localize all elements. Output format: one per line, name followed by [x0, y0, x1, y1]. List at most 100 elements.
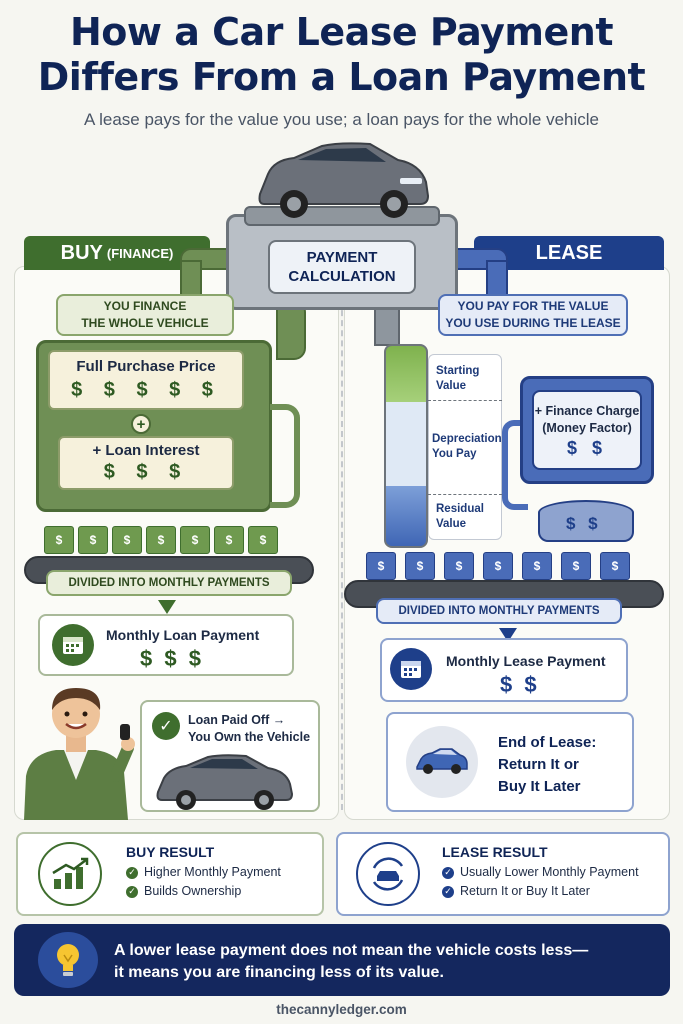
buy-arrow-down-icon — [158, 600, 176, 614]
top-car-image — [258, 142, 430, 218]
calc-line-2: CALCULATION — [288, 268, 396, 285]
subtitle: A lease pays for the value you use; a lo… — [83, 110, 600, 129]
tube-dash-1 — [428, 400, 502, 401]
purchase-dollars: $ $ $ $ $ — [71, 379, 221, 401]
tube-labels-panel — [428, 354, 502, 540]
buy-divided-text: DIVIDED INTO MONTHLY PAYMENTS — [68, 576, 270, 589]
interest-label: + Loan Interest — [92, 442, 200, 459]
car-circle-icon — [406, 726, 478, 798]
value-line-2: YOU USE DURING THE LEASE — [445, 316, 621, 330]
buy-result-item-1-text: Higher Monthly Payment — [144, 865, 281, 879]
monthly-loan-label: Monthly Loan Payment — [106, 627, 260, 643]
plus-icon: + — [131, 414, 151, 434]
title-line-1: How a Car Lease Payment — [69, 10, 614, 54]
calc-line-1: PAYMENT — [306, 249, 378, 266]
end-line-3: Buy It Later — [498, 778, 581, 795]
green-money-brick: $ — [180, 526, 210, 554]
end-line-1: End of Lease: — [498, 734, 597, 751]
lease-result-item-2: ✓Return It or Buy It Later — [442, 884, 639, 898]
green-money-brick: $ — [146, 526, 176, 554]
green-money-brick: $ — [78, 526, 108, 554]
end-of-lease-text: End of Lease: Return It or Buy It Later — [498, 732, 596, 798]
lease-result-text: LEASE RESULT ✓ Usually Lower Monthly Paym… — [442, 844, 639, 898]
blue-money-brick: $ — [366, 552, 396, 580]
buy-header-label: BUY — [60, 241, 103, 264]
lease-result-item-1-text: Usually Lower Monthly Payment — [460, 865, 639, 879]
funnel-icon — [538, 500, 634, 542]
residual-value-label: Residual Value — [436, 502, 484, 532]
monthly-loan-dollars: $ $ $ — [140, 646, 204, 671]
buy-result-item-1: ✓ Higher Monthly Payment — [126, 865, 281, 879]
starting-value-line-2: Value — [436, 380, 467, 392]
bottom-banner — [14, 924, 670, 996]
blue-money-brick: $ — [444, 552, 474, 580]
bottom-message: A lower lease payment does not mean the … — [114, 940, 664, 984]
finance-line-2: THE WHOLE VEHICLE — [81, 316, 209, 330]
residual-value-line-1: Residual — [436, 503, 484, 515]
owned-car-image — [156, 754, 294, 810]
check-icon: ✓ — [126, 885, 138, 898]
buy-result-item-2-text: Builds Ownership — [144, 884, 242, 898]
monthly-lease-dollars: $ $ — [500, 672, 540, 697]
value-tube — [384, 344, 428, 548]
tube-dash-2 — [428, 494, 502, 495]
buy-result-title: BUY RESULT — [126, 844, 215, 860]
buy-machine-side-pipe — [270, 404, 300, 508]
lease-header-label: LEASE — [535, 241, 603, 264]
bottom-line-1: A lower lease payment does not mean the … — [114, 942, 589, 959]
person-with-keys-image — [24, 688, 135, 820]
blue-money-brick: $ — [483, 552, 513, 580]
paid-off-text: Loan Paid Off → You Own the Vehicle — [188, 712, 310, 746]
paid-off-line-1: Loan Paid Off → — [188, 713, 286, 727]
interest-dollars: $ $ $ — [103, 461, 189, 483]
green-money-brick: $ — [112, 526, 142, 554]
charge-dollars: $ $ — [566, 438, 608, 458]
blue-money-brick: $ — [522, 552, 552, 580]
check-icon: ✓ — [442, 885, 454, 898]
starting-value-line-1: Starting — [436, 365, 480, 377]
lease-bricks: $ $ $ $ $ $ $ — [366, 552, 646, 582]
charge-line-1: + Finance Charge — [534, 404, 640, 418]
title-line-2: Differs From a Loan Payment — [37, 55, 646, 99]
footer-domain: thecannyledger.com — [276, 1002, 407, 1017]
finance-charge-pipe — [502, 420, 528, 510]
buy-header-sub: (FINANCE) — [106, 245, 174, 261]
check-icon: ✓ — [126, 866, 138, 879]
blue-money-brick: $ — [405, 552, 435, 580]
purchase-label: Full Purchase Price — [76, 358, 216, 375]
buy-result-item-2: ✓ Builds Ownership — [126, 884, 281, 898]
residual-value-line-2: Value — [436, 518, 467, 530]
car-cycle-icon — [356, 842, 420, 906]
check-icon: ✓ — [152, 712, 180, 740]
paid-off-line-2: You Own the Vehicle — [188, 730, 311, 744]
funnel-dollars: $ $ — [566, 514, 602, 533]
buy-header: BUY(FINANCE) — [24, 236, 210, 270]
finance-charge-box: + Finance Charge (Money Factor) $ $ — [532, 390, 642, 470]
page-title: How a Car Lease Payment Differs From a L… — [0, 10, 683, 100]
lease-divided-text: DIVIDED INTO MONTHLY PAYMENTS — [398, 604, 600, 617]
end-line-2: Return It or — [498, 756, 579, 773]
lightbulb-icon — [38, 932, 98, 988]
calendar-icon — [390, 648, 432, 690]
blue-money-brick: $ — [561, 552, 591, 580]
panel-divider — [341, 300, 343, 810]
blue-pipe-down — [486, 260, 508, 296]
value-line-1: YOU PAY FOR THE VALUE — [457, 299, 609, 313]
depreciation-label: Depreciation You Pay — [432, 432, 502, 462]
starting-value-label: Starting Value — [436, 364, 479, 394]
monthly-lease-label: Monthly Lease Payment — [446, 653, 606, 669]
lease-divided-label: DIVIDED INTO MONTHLY PAYMENTS — [376, 598, 622, 624]
lease-value-label: YOU PAY FOR THE VALUE YOU USE DURING THE… — [438, 294, 628, 336]
payment-calculation-label: PAYMENT CALCULATION — [268, 240, 416, 294]
lease-result-title: LEASE RESULT — [442, 844, 548, 860]
growth-chart-icon — [38, 842, 102, 906]
check-icon: ✓ — [442, 866, 454, 879]
finance-line-1: YOU FINANCE — [103, 299, 187, 313]
buy-finance-label: YOU FINANCE THE WHOLE VEHICLE — [56, 294, 234, 336]
blue-money-brick: $ — [600, 552, 630, 580]
calendar-icon — [52, 624, 94, 666]
buy-divided-label: DIVIDED INTO MONTHLY PAYMENTS — [46, 570, 292, 596]
green-money-brick: $ — [44, 526, 74, 554]
green-money-brick: $ — [214, 526, 244, 554]
lease-result-item-1: ✓ Usually Lower Monthly Payment — [442, 865, 639, 879]
